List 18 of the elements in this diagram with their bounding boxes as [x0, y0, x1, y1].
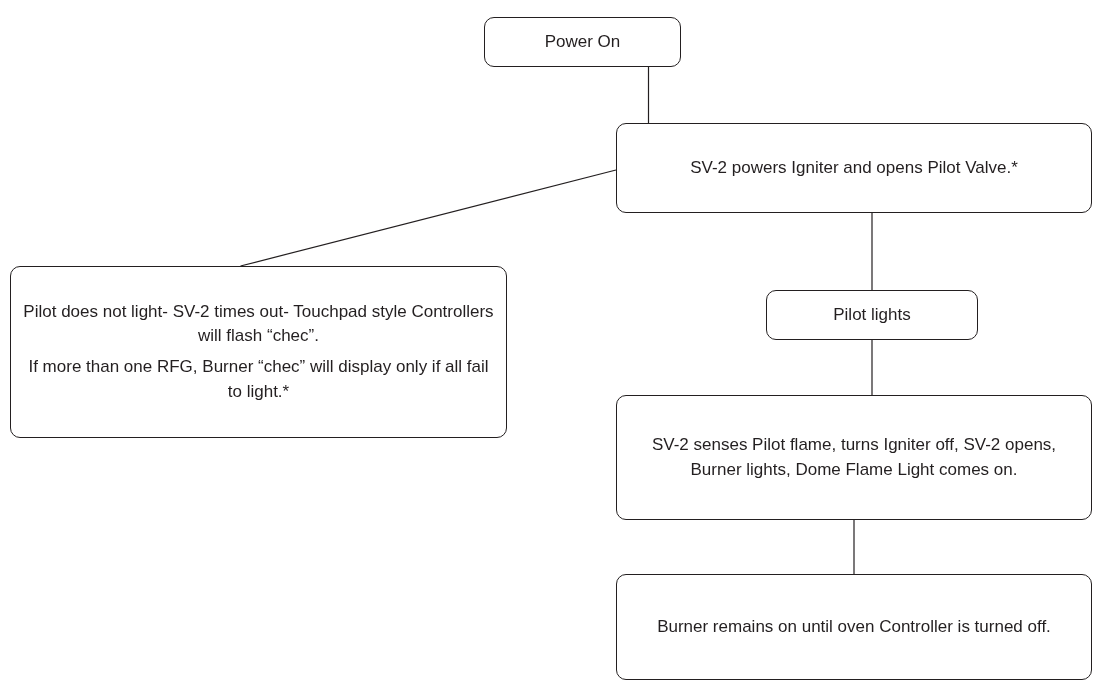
process-box: [766, 290, 978, 340]
connector-line: [871, 339, 873, 396]
box-text: Pilot lights: [833, 303, 911, 326]
connector-line: [871, 212, 873, 291]
process-box: [616, 123, 1092, 213]
connector-line: [853, 519, 855, 575]
process-box: [616, 395, 1092, 520]
process-box: [616, 574, 1092, 680]
box-text: If more than one RFG, Burner “chec” will display only if all fail to light.*: [27, 356, 490, 403]
box-text: SV-2 powers Igniter and opens Pilot Valve.*: [690, 156, 1018, 179]
process-box: [484, 17, 681, 67]
process-box: [10, 266, 507, 438]
box-text: Power On: [544, 30, 621, 53]
box-text: Burner remains on until oven Controller is turned off.: [657, 615, 1051, 638]
box-text: SV-2 senses Pilot flame, turns Igniter off, SV-2 opens, Burner lights, Dome Flame Light comes on.: [650, 433, 1058, 481]
connector-line: [647, 66, 650, 124]
box-text: Pilot does not light- SV-2 times out- Touchpad style Controllers will flash “chec”.: [22, 300, 495, 348]
connector-line: [239, 169, 617, 267]
